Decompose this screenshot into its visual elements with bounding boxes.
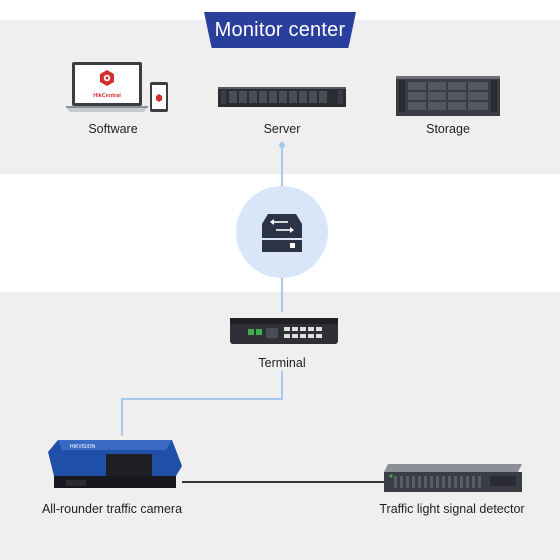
storage-array-icon bbox=[396, 76, 500, 116]
detector-label: Traffic light signal detector bbox=[379, 502, 525, 516]
connector-dot-top bbox=[279, 142, 285, 148]
svg-text:HIKVISION: HIKVISION bbox=[70, 444, 96, 450]
connector-line bbox=[281, 371, 283, 399]
camera-label: All-rounder traffic camera bbox=[41, 502, 183, 516]
traffic-camera-icon: HIKVISION bbox=[48, 440, 182, 488]
terminal-box-icon bbox=[230, 318, 338, 344]
connector-line bbox=[281, 146, 283, 188]
server-rack-icon bbox=[218, 87, 346, 107]
storage-label: Storage bbox=[426, 122, 470, 136]
software-label: Software bbox=[88, 122, 138, 136]
monitor-center-title: Monitor center bbox=[204, 12, 356, 48]
network-switch-icon bbox=[262, 214, 302, 252]
laptop-tablet-icon: HikCentral bbox=[66, 62, 168, 112]
signal-detector-icon bbox=[384, 464, 522, 492]
server-label: Server bbox=[263, 122, 301, 136]
connector-line bbox=[121, 398, 123, 436]
connector-line bbox=[121, 398, 283, 400]
connector-line bbox=[281, 278, 283, 312]
device-link-line bbox=[182, 481, 384, 483]
terminal-label: Terminal bbox=[258, 356, 306, 370]
software-brand: HikCentral bbox=[93, 93, 121, 99]
